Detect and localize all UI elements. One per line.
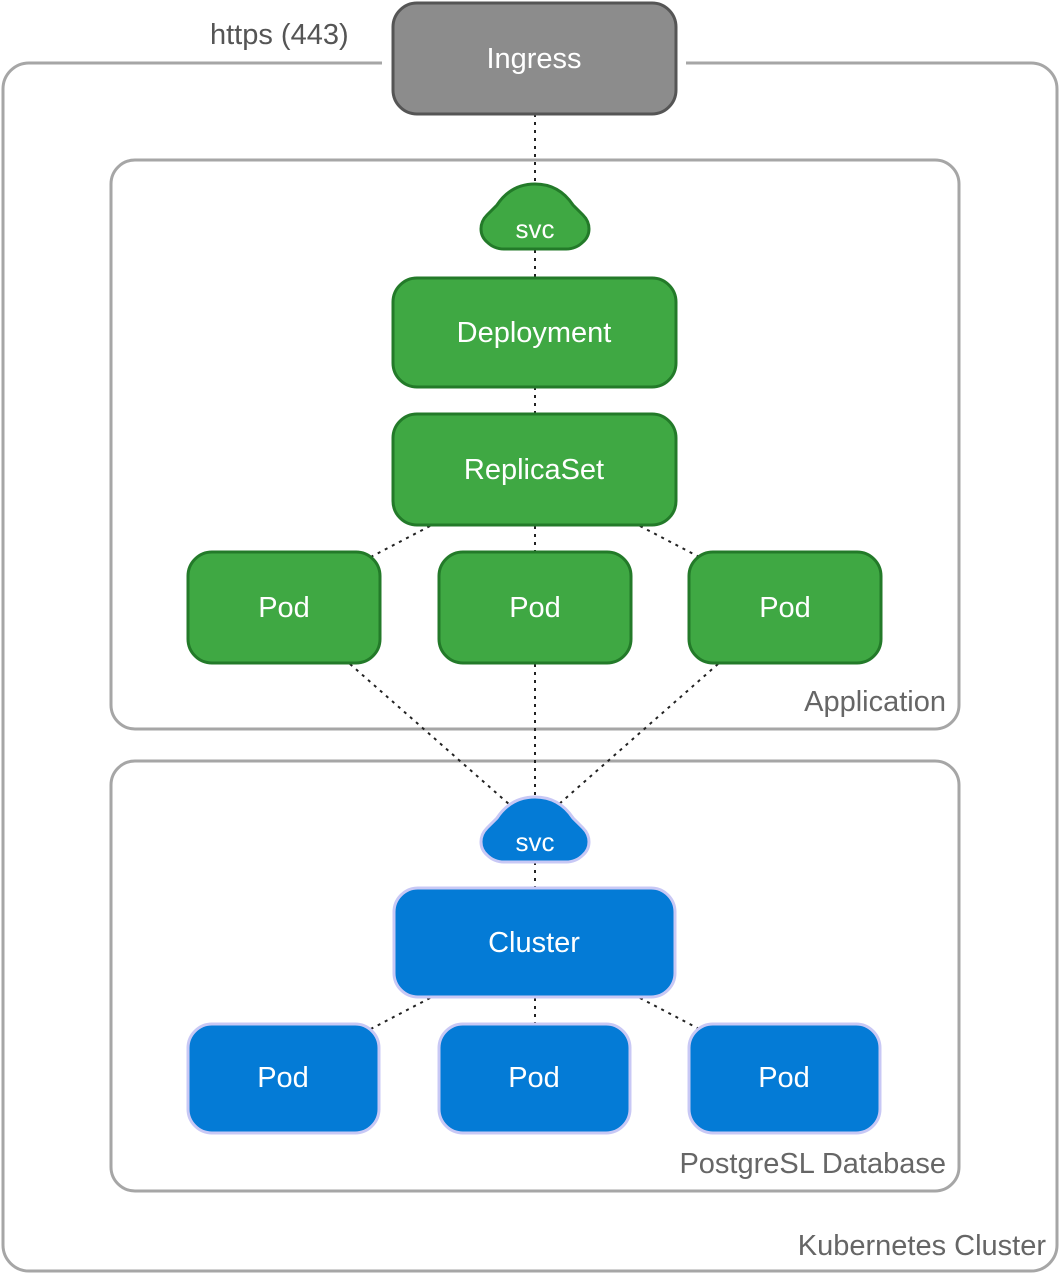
application-pod-box [687, 550, 883, 665]
replicaset-box [391, 412, 678, 527]
application-pod-label: Pod [759, 592, 811, 624]
application-pod-node[interactable]: Pod [186, 550, 382, 665]
edge-replicaset-pod-1 [364, 525, 431, 561]
database-pod-label: Pod [508, 1062, 560, 1094]
ingress-box [391, 1, 678, 116]
database-pod-label: Pod [257, 1062, 309, 1094]
replicaset-label: ReplicaSet [464, 454, 604, 486]
edge-app-pod-3-db-svc [557, 663, 719, 806]
application-svc-shape [479, 182, 591, 251]
application-group-label: Application [804, 686, 946, 718]
ingress-label: Ingress [486, 43, 581, 75]
application-pod-label: Pod [258, 592, 310, 624]
database-pod-label: Pod [758, 1062, 810, 1094]
application-svc-node[interactable]: svc [479, 182, 591, 251]
kubernetes-cluster-label: Kubernetes Cluster [798, 1230, 1047, 1262]
database-pod-box [186, 1022, 381, 1135]
application-svc-label: svc [516, 214, 555, 244]
database-pod-node[interactable]: Pod [437, 1022, 632, 1135]
database-pod-box [687, 1022, 882, 1135]
database-svc-node[interactable]: svc [479, 795, 591, 864]
database-pod-node[interactable]: Pod [687, 1022, 882, 1135]
edge-cluster-pod-3 [639, 997, 706, 1033]
edge-replicaset-pod-3 [639, 525, 706, 561]
application-pod-node[interactable]: Pod [687, 550, 883, 665]
https-port-label: https (443) [210, 19, 349, 51]
database-svc-label: svc [516, 827, 555, 857]
replicaset-node[interactable]: ReplicaSet [391, 412, 678, 527]
database-cluster-label: Cluster [488, 927, 580, 959]
database-group-label: PostgreSL Database [679, 1148, 946, 1180]
application-pod-label: Pod [509, 592, 561, 624]
deployment-node[interactable]: Deployment [391, 276, 678, 389]
application-pod-box [437, 550, 633, 665]
edge-app-pod-1-db-svc [349, 663, 511, 806]
database-svc-shape [479, 795, 591, 864]
application-pod-node[interactable]: Pod [437, 550, 633, 665]
database-cluster-box [392, 886, 677, 999]
application-pod-box [186, 550, 382, 665]
database-pod-node[interactable]: Pod [186, 1022, 381, 1135]
database-cluster-node[interactable]: Cluster [392, 886, 677, 999]
edge-cluster-pod-1 [364, 997, 431, 1033]
connector-lines [349, 114, 719, 1033]
ingress-node[interactable]: Ingress [391, 1, 678, 116]
deployment-box [391, 276, 678, 389]
deployment-label: Deployment [457, 317, 612, 349]
database-pod-box [437, 1022, 632, 1135]
